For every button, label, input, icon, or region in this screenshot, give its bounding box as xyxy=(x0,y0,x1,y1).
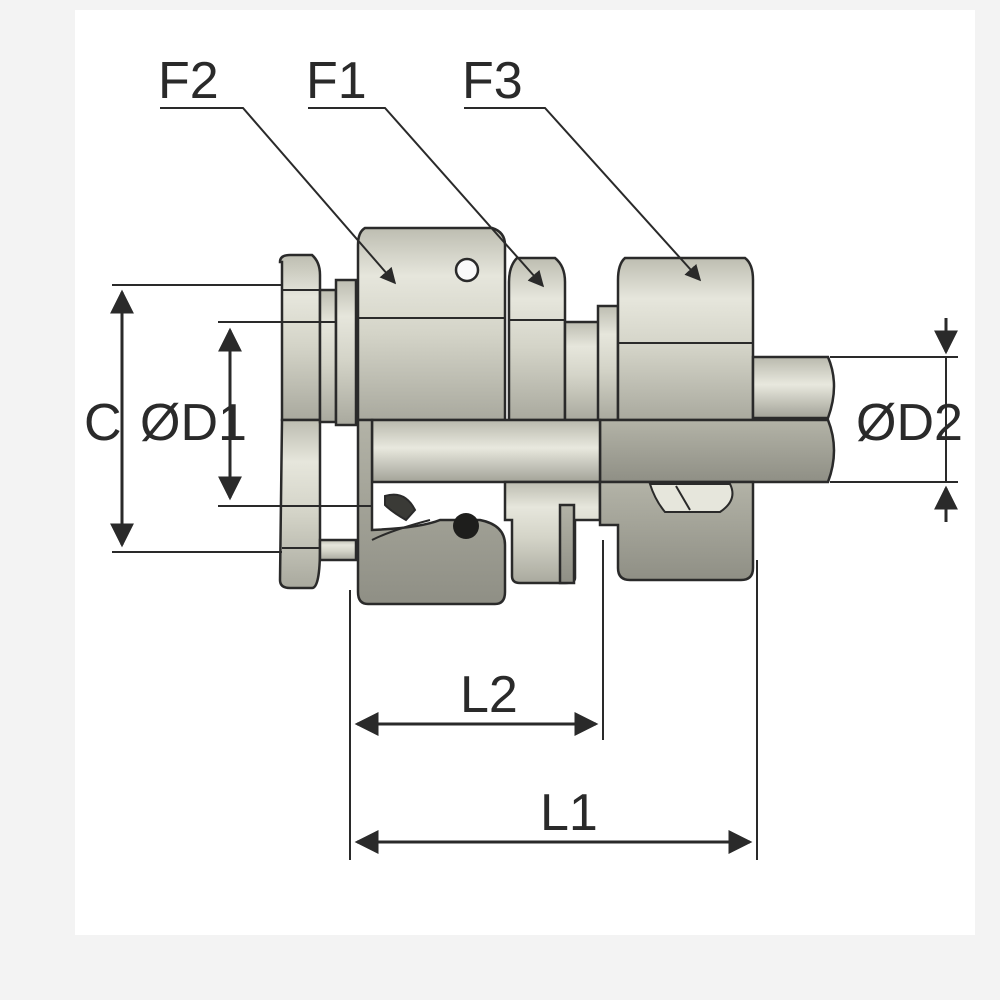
label-d1: ØD1 xyxy=(140,394,247,452)
ferrule xyxy=(648,483,734,513)
seal-ring xyxy=(384,493,417,522)
body-neck xyxy=(563,320,602,422)
label-f3: F3 xyxy=(462,52,523,110)
label-f1: F1 xyxy=(306,52,367,110)
bulkhead-flange xyxy=(278,253,322,422)
label-l2: L2 xyxy=(460,666,518,724)
o-ring xyxy=(453,513,479,539)
f2-nut-hole xyxy=(454,257,480,283)
f2-nut-section xyxy=(356,418,507,606)
ring-2 xyxy=(334,278,358,427)
f1-body-hex xyxy=(507,256,567,422)
dimension-lines xyxy=(110,284,958,860)
fitting-assembly xyxy=(278,226,836,606)
f3-nut-upper xyxy=(616,256,755,422)
ring-1 xyxy=(318,288,338,424)
f2-nut-upper xyxy=(356,226,507,422)
part-leaders xyxy=(160,107,702,288)
bulkhead-flange-lower xyxy=(278,418,322,590)
label-c: C xyxy=(84,394,122,452)
bore xyxy=(370,418,602,484)
label-f2: F2 xyxy=(158,52,219,110)
label-d2: ØD2 xyxy=(856,394,963,452)
tube xyxy=(751,355,836,420)
label-l1: L1 xyxy=(540,784,598,842)
